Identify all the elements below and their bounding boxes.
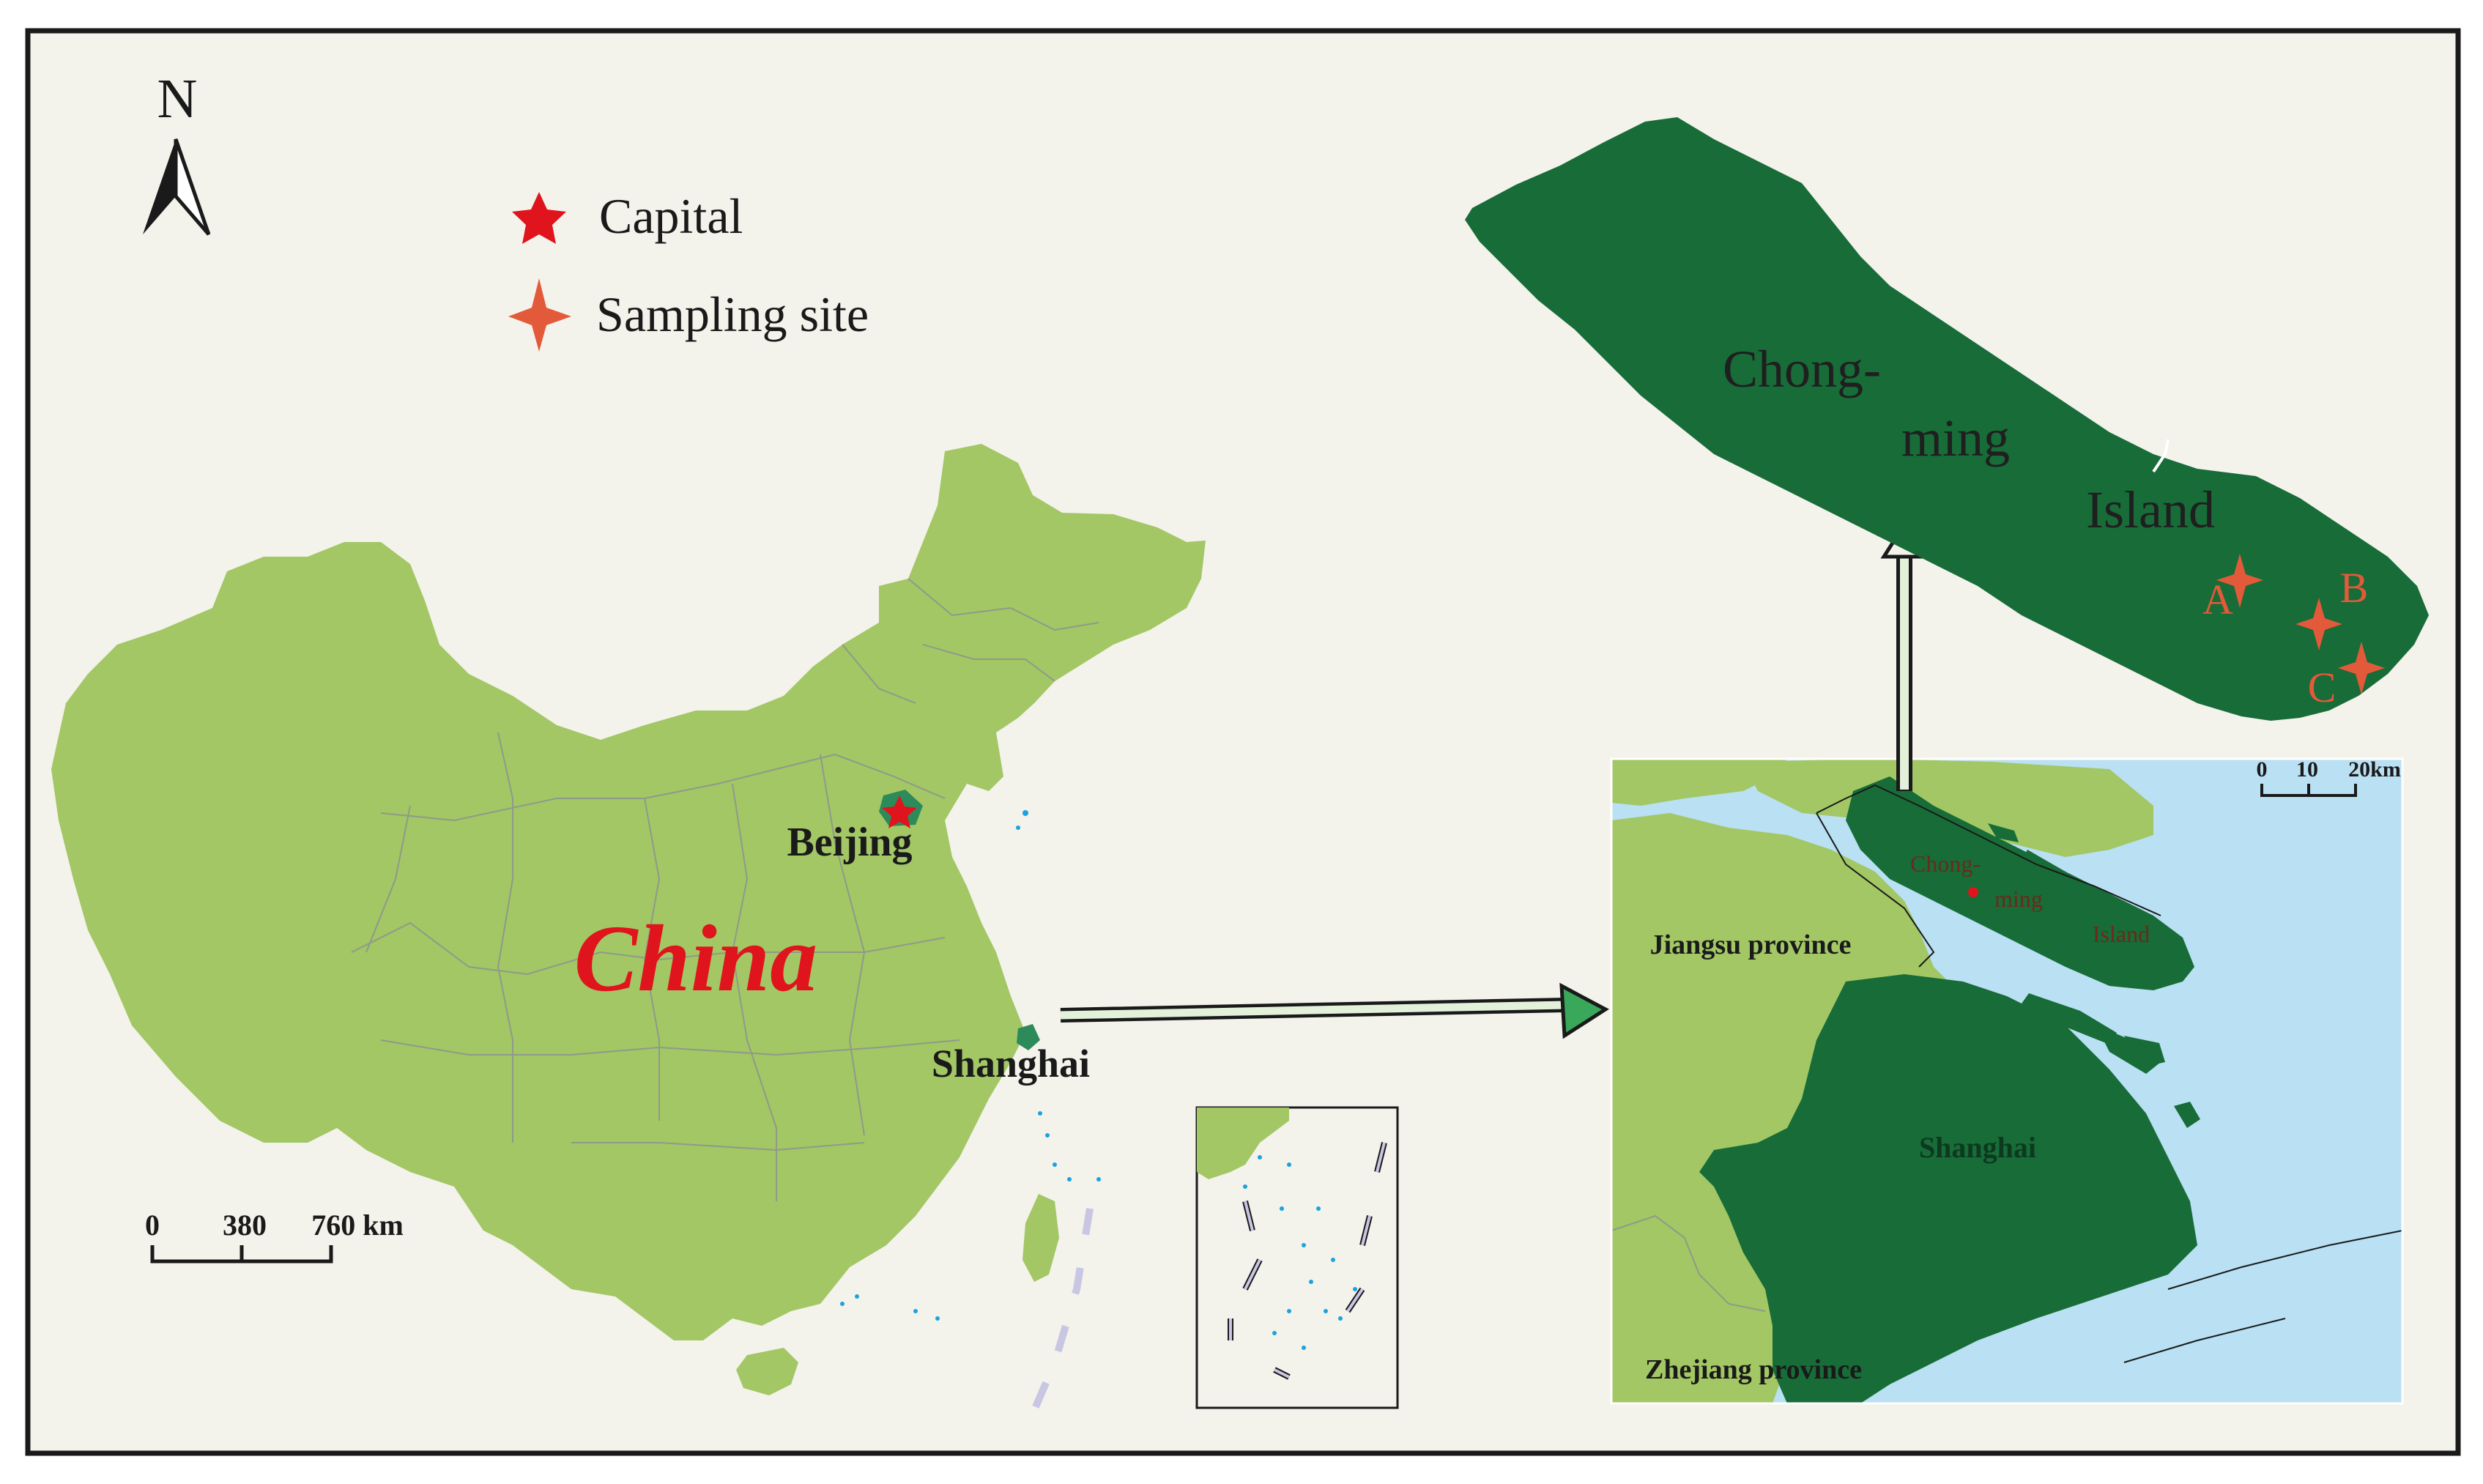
inset-island-label: Island xyxy=(2093,921,2150,947)
inset-scale-tick-2: 20km xyxy=(2348,757,2401,782)
north-label: N xyxy=(157,68,198,130)
hainan-island xyxy=(736,1348,798,1395)
north-arrow-icon xyxy=(143,138,211,236)
site-b-label: B xyxy=(2340,564,2369,612)
south-china-sea-islets xyxy=(840,810,1101,1321)
china-label: China xyxy=(574,906,817,1012)
legend: Capital Sampling site xyxy=(508,188,869,352)
legend-capital-label: Capital xyxy=(599,188,743,244)
shanghai-inset-map xyxy=(1610,757,2404,1405)
china-mainland xyxy=(51,444,1206,1340)
zhejiang-province-label: Zhejiang province xyxy=(1645,1354,1862,1385)
province-boundaries xyxy=(351,578,1099,1201)
chongming-island-shape xyxy=(1465,117,2429,721)
inset-scale-bar: 0 10 20km xyxy=(2257,757,2401,797)
chong-label: Chong- xyxy=(1723,340,1881,398)
inset-shanghai-label: Shanghai xyxy=(1919,1131,2036,1164)
legend-sampling-site-label: Sampling site xyxy=(596,286,869,342)
beijing-capital-star-icon xyxy=(882,795,917,828)
northeast-land xyxy=(1743,759,2153,857)
jiangsu-province-label: Jiangsu province xyxy=(1650,930,1852,960)
shanghai-land xyxy=(1699,974,2197,1403)
chongming-inset xyxy=(1846,776,2194,990)
china-scale-tick-0: 0 xyxy=(145,1209,160,1242)
site-b-star-icon xyxy=(2295,598,2342,650)
shanghai-label: Shanghai xyxy=(932,1042,1090,1086)
maritime-boundary-line xyxy=(1029,1208,1094,1415)
sampling-site-star-icon xyxy=(508,278,571,352)
site-c-label: C xyxy=(2308,664,2337,711)
arrow-to-shanghai-inset xyxy=(1060,982,1609,1039)
inset-chong-label: Chong- xyxy=(1910,850,1981,877)
chongming-island-detail xyxy=(1465,117,2429,721)
inset-scale-tick-0: 0 xyxy=(2257,757,2268,782)
inset-scale-tick-1: 10 xyxy=(2296,757,2318,782)
china-map xyxy=(51,444,1206,1415)
site-c-star-icon xyxy=(2338,642,2385,694)
china-scale-bar: 0 380 760 km xyxy=(145,1209,404,1264)
china-scale-tick-1: 380 xyxy=(223,1209,267,1242)
jiangsu-land xyxy=(1611,813,1948,1403)
china-scale-tick-2: 760 km xyxy=(311,1209,404,1242)
south-china-sea-inset xyxy=(1195,1106,1399,1409)
site-a-label: A xyxy=(2202,576,2233,623)
beijing-label: Beijing xyxy=(787,820,912,865)
north-shore-land xyxy=(1611,759,1787,806)
site-a-star-icon xyxy=(2216,554,2263,608)
capital-star-icon xyxy=(512,192,566,244)
chongming-inset-marker xyxy=(1968,887,1978,897)
ming-label: ming xyxy=(1901,409,2010,467)
island-label: Island xyxy=(2086,481,2215,539)
inset-ming-label: ming xyxy=(1994,886,2043,912)
shanghai-area xyxy=(1017,1024,1040,1050)
taiwan-island xyxy=(1022,1194,1059,1282)
